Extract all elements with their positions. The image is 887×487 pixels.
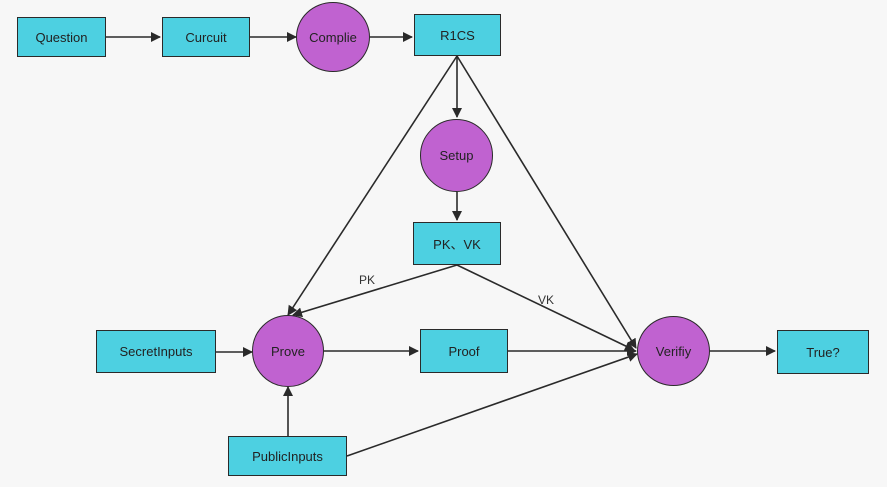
edge-r1cs-prove <box>287 55 458 316</box>
curcuit-node: Curcuit <box>162 17 250 57</box>
public-inputs-node: PublicInputs <box>228 436 347 476</box>
edge-pkvk-prove <box>292 264 458 318</box>
true-node: True? <box>777 330 869 374</box>
question-node: Question <box>17 17 106 57</box>
complie-node: Complie <box>296 2 370 72</box>
secret-inputs-node: SecretInputs <box>96 330 216 373</box>
edge-pkvk-verifiy <box>456 264 635 351</box>
edge-r1cs-verifiy <box>456 55 637 349</box>
pk-vk-node: PK、VK <box>413 222 501 265</box>
vk-edge-label: VK <box>538 293 555 307</box>
proof-node: Proof <box>420 329 508 373</box>
verifiy-node: Verifiy <box>637 316 710 386</box>
prove-node: Prove <box>252 315 324 387</box>
pk-edge-label: PK <box>359 273 376 287</box>
r1cs-node: R1CS <box>414 14 501 56</box>
setup-node: Setup <box>420 119 493 192</box>
edge-publicinputs-verifiy <box>346 352 638 457</box>
